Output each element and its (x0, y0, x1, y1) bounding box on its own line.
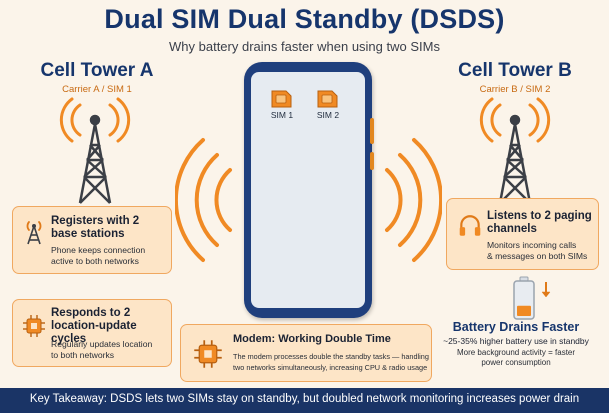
location-body-2: to both networks (51, 350, 115, 360)
modem-title: Modem: Working Double Time (233, 333, 391, 345)
modem-body-2: two networks simultaneously, increasing … (233, 363, 428, 372)
cell-tower-icon (479, 97, 551, 204)
battery-icon (513, 276, 551, 320)
phone-screen (251, 72, 365, 308)
phone-side-button (370, 118, 374, 144)
battery-level-fill (517, 305, 531, 316)
registers-body-2: active to both networks (51, 256, 139, 266)
paging-body-2: & messages on both SIMs (487, 251, 588, 261)
registers-title-2: base stations (51, 228, 125, 240)
page-title: Dual SIM Dual Standby (DSDS) (104, 4, 505, 34)
headset-icon (459, 215, 481, 236)
battery-line-1: ~25-35% higher battery use in standby (443, 336, 589, 346)
paging-title-1: Listens to 2 paging (487, 210, 592, 222)
battery-title: Battery Drains Faster (452, 320, 580, 334)
signal-wave-icon (175, 138, 232, 262)
page-subtitle: Why battery drains faster when using two… (169, 39, 440, 54)
tower-a-title: Cell Tower A (40, 60, 154, 81)
tower-b-subtitle: Carrier B / SIM 2 (479, 84, 551, 95)
modem-card: Modem: Working Double Time The modem pro… (180, 324, 432, 382)
paging-card: Listens to 2 paging channels Monitors in… (446, 198, 599, 270)
cell-tower-icon (59, 97, 131, 204)
registers-card: Registers with 2 base stations Phone kee… (12, 206, 172, 274)
sim2-label: SIM 2 (316, 110, 340, 120)
location-body-1: Regularly updates location (51, 339, 153, 349)
tower-a-subtitle: Carrier A / SIM 1 (62, 84, 132, 95)
battery-line-3: power consumption (481, 358, 551, 367)
registers-body-1: Phone keeps connection (51, 245, 146, 255)
location-title-1: Responds to 2 (51, 307, 131, 319)
sim-card-icon (317, 90, 338, 108)
sim-card-icon (271, 90, 292, 108)
modem-body-1: The modem processes double the standby t… (233, 352, 429, 361)
location-card: Responds to 2 location-update cycles Reg… (12, 299, 172, 367)
antenna-icon (26, 221, 42, 245)
key-takeaway-banner: Key Takeaway: DSDS lets two SIMs stay on… (0, 388, 609, 413)
sim1-label: SIM 1 (270, 110, 294, 120)
paging-title-2: channels (487, 223, 537, 235)
signal-wave-icon (385, 138, 442, 262)
phone-side-button (370, 152, 374, 170)
location-title-2: location-update cycles (51, 320, 137, 345)
chip-icon (194, 340, 222, 368)
paging-body-1: Monitors incoming calls (487, 240, 577, 250)
tower-b-title: Cell Tower B (458, 60, 572, 81)
registers-title-1: Registers with 2 (51, 215, 140, 227)
battery-line-2: More background activity = faster (456, 348, 576, 357)
chip-icon (23, 315, 45, 337)
